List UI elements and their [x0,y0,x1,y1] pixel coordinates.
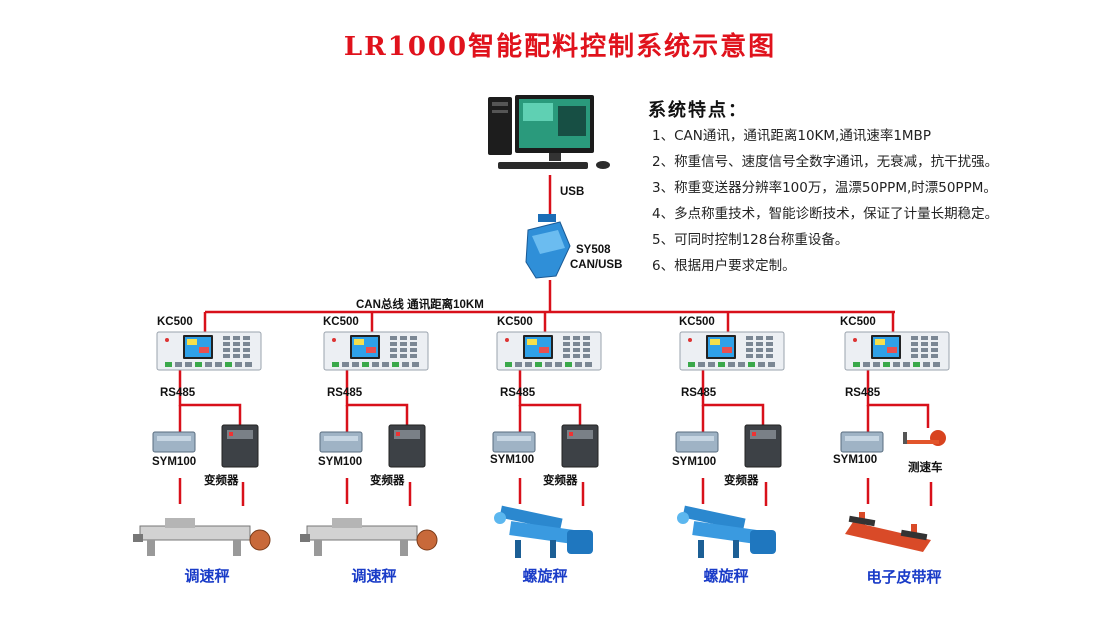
screw-scale-icon [494,505,593,558]
controller-label: KC500 [497,316,533,328]
vfd-icon [221,424,259,468]
controller-label: KC500 [840,316,876,328]
controller-label: KC500 [157,316,193,328]
equipment-label: 调速秤 [351,567,397,585]
transmitter-sym100 [152,431,196,453]
controller-kc500 [496,331,602,371]
vfd-icon [744,424,782,468]
vfd-icon [388,424,426,468]
transmitter-label: SYM100 [152,456,197,468]
equipment-label: 螺旋秤 [703,567,749,585]
transmitter-label: SYM100 [490,454,535,466]
vfd-icon [561,424,599,468]
connection-lines [178,175,933,506]
controller-kc500 [323,331,429,371]
controller-kc500 [844,331,950,371]
rs485-label: RS485 [845,387,881,399]
connection-line [345,370,409,428]
controller-label: KC500 [323,316,359,328]
feature-item: 4、多点称重技术，智能诊断技术，保证了计量长期稳定。 [652,206,999,222]
rs485-label: RS485 [327,387,363,399]
device-nodes [133,95,950,558]
feature-item: 1、CAN通讯，通讯距离10KM,通讯速率1MBP [652,128,931,144]
vfd-label: 变频器 [543,475,578,487]
connection-line [866,370,930,428]
computer-icon [488,95,610,169]
diagram-title: LR1000智能配料控制系统示意图 [343,32,777,62]
transmitter-sym100 [840,431,884,453]
screw-scale-icon [677,505,776,558]
connection-line [701,370,765,428]
vfd-label: 变频器 [370,475,405,487]
speed-scale-icon [300,518,438,556]
transmitter-sym100 [319,431,363,453]
features-title: 系统特点： [648,100,748,121]
feature-item: 6、根据用户要求定制。 [652,258,796,274]
transmitter-label: SYM100 [833,454,878,466]
converter-type-label: CAN/USB [570,259,623,271]
rs485-label: RS485 [681,387,717,399]
speed-sensor-icon [903,430,946,446]
feature-item: 5、可同时控制128台称重设备。 [652,232,849,248]
controller-kc500 [156,331,262,371]
connection-line [178,370,242,428]
feature-item: 3、称重变送器分辨率100万，温漂50PPM,时漂50PPM。 [652,180,997,196]
controller-kc500 [679,331,785,371]
speed-sensor-label: 测速车 [908,462,943,474]
rs485-label: RS485 [160,387,196,399]
vfd-label: 变频器 [724,475,759,487]
transmitter-sym100 [675,431,719,453]
feature-item: 2、称重信号、速度信号全数字通讯，无衰减，抗干扰强。 [652,154,999,170]
equipment-label: 螺旋秤 [522,567,568,585]
vfd-label: 变频器 [204,475,239,487]
features-list: 1、CAN通讯，通讯距离10KM,通讯速率1MBP 2、称重信号、速度信号全数字… [652,126,998,282]
belt-scale-icon [845,512,931,552]
equipment-label: 调速秤 [184,567,230,585]
speed-scale-icon [133,518,271,556]
transmitter-label: SYM100 [672,456,717,468]
usb-label: USB [560,186,585,198]
converter-icon [525,214,571,279]
converter-model-label: SY508 [576,244,611,256]
connection-line [518,370,582,428]
transmitter-sym100 [492,431,536,453]
equipment-label: 电子皮带秤 [866,568,942,586]
can-bus-label: CAN总线 通讯距离10KM [356,299,484,311]
transmitter-label: SYM100 [318,456,363,468]
rs485-label: RS485 [500,387,536,399]
controller-label: KC500 [679,316,715,328]
